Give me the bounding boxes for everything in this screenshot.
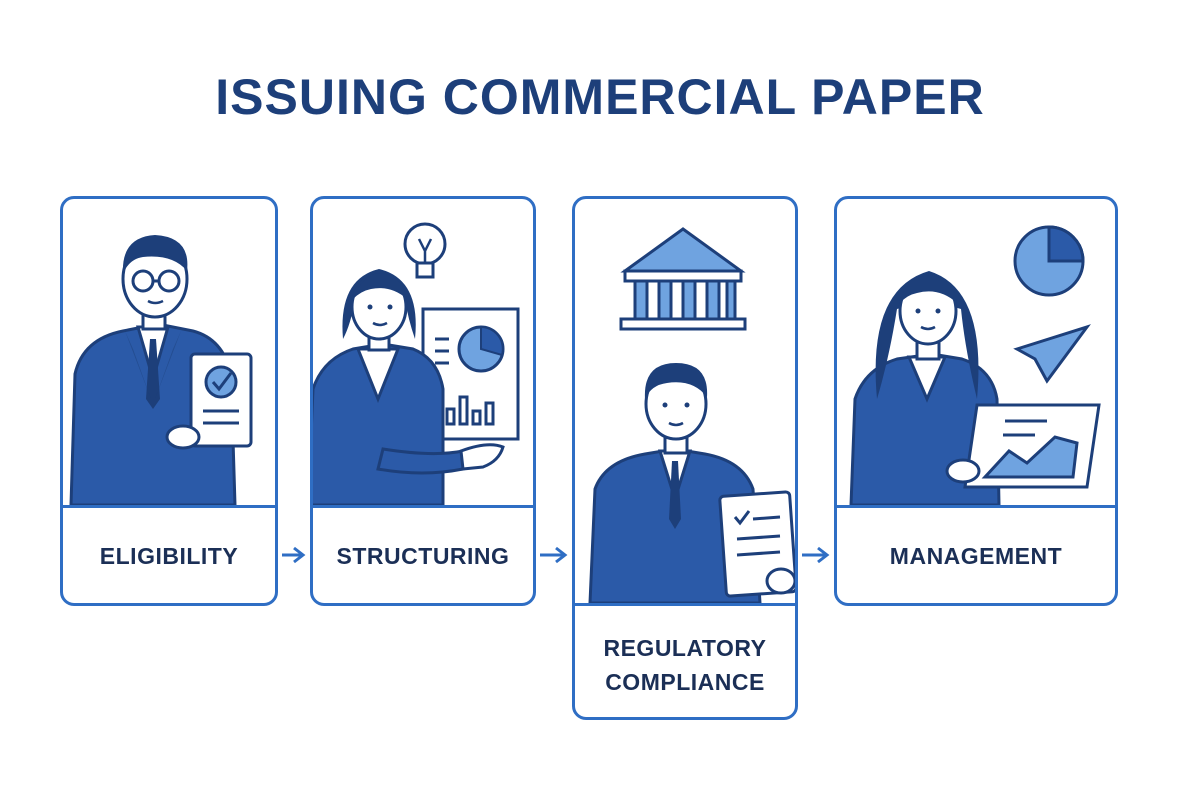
bank-building-icon xyxy=(619,227,747,331)
bar-chart-icon xyxy=(445,395,495,426)
trend-chart-icon xyxy=(981,435,1079,479)
card-divider xyxy=(837,505,1115,508)
step-card-structuring: STRUCTURING xyxy=(310,196,536,606)
step-card-eligibility: ELIGIBILITY xyxy=(60,196,278,606)
checkmark-document-icon xyxy=(189,352,253,448)
step-label-management: MANAGEMENT xyxy=(889,543,1063,569)
manager-laptop-illustration xyxy=(849,225,1101,505)
card-divider xyxy=(575,603,795,606)
pie-chart-icon xyxy=(457,325,505,373)
arrow-right-icon xyxy=(282,546,306,564)
step-card-regulatory-compliance: REGULATORY COMPLIANCE xyxy=(572,196,798,720)
laptop-icon xyxy=(963,403,1101,489)
arrow-right-icon xyxy=(802,546,830,564)
arrow-right-icon xyxy=(540,546,568,564)
lightbulb-icon xyxy=(403,222,447,279)
pie-chart-icon xyxy=(1013,225,1085,297)
businessman-illustration xyxy=(69,235,253,505)
diagram-title: ISSUING COMMERCIAL PAPER xyxy=(215,69,985,125)
step-card-management: MANAGEMENT xyxy=(834,196,1118,606)
card-divider xyxy=(313,505,533,508)
card-divider xyxy=(63,505,275,508)
paper-plane-icon xyxy=(1013,324,1091,384)
step-label-regulatory-compliance: REGULATORY COMPLIANCE xyxy=(603,635,767,695)
businesswoman-presenting-illustration xyxy=(313,222,520,505)
step-label-eligibility: ELIGIBILITY xyxy=(99,543,239,569)
step-label-structuring: STRUCTURING xyxy=(336,543,510,569)
compliance-officer-illustration xyxy=(588,227,795,603)
